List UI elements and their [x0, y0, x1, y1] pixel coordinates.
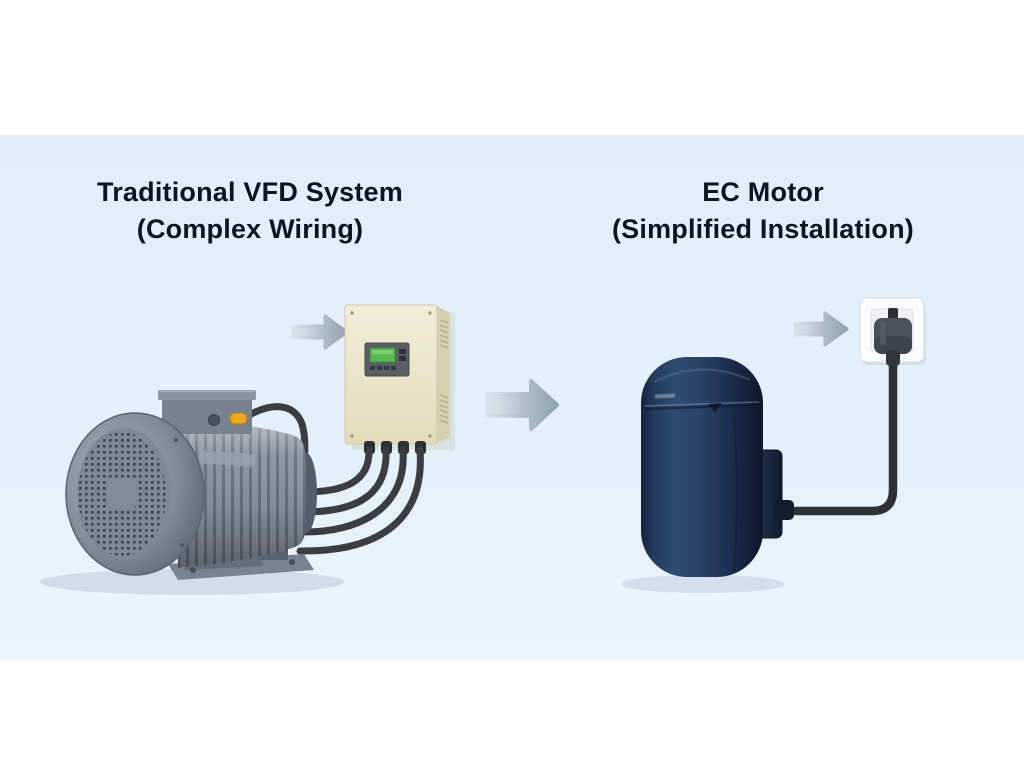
- motor-junction-box: [158, 390, 256, 434]
- flow-arrow-icon-right-small: [793, 311, 849, 347]
- motor-nameplate: [199, 450, 256, 467]
- right-subtitle-text: (Simplified Installation): [611, 214, 914, 244]
- motor-shadow: [40, 569, 344, 595]
- ec-motor-shadow: [621, 575, 785, 593]
- left-panel-title: Traditional VFD System (Complex Wiring): [0, 174, 500, 248]
- ec-motor-cable-stub: [774, 500, 794, 520]
- flow-arrow-icon-main: [485, 379, 559, 431]
- power-plug-icon: [874, 308, 912, 366]
- ec-motor-body: [641, 357, 763, 577]
- flow-arrow-icon-left-small: [291, 314, 349, 350]
- right-panel-title: EC Motor (Simplified Installation): [522, 174, 1004, 248]
- ec-motor-panel-seam: [733, 413, 738, 571]
- vfd-keypad-buttons: [370, 366, 396, 370]
- power-cord-icon: [791, 357, 898, 516]
- left-title-text: Traditional VFD System: [97, 177, 403, 207]
- ec-motor-top-highlight: [653, 368, 751, 383]
- vfd-display-panel: [364, 342, 410, 377]
- ec-motor-seam-dark: [644, 403, 760, 411]
- left-subtitle-text: (Complex Wiring): [136, 214, 364, 244]
- power-cable: [300, 446, 390, 516]
- fan-cover-hub: [108, 478, 136, 508]
- ec-motor-label-marking: [654, 393, 676, 399]
- vfd-side-vents: [439, 319, 449, 424]
- right-title-text: EC Motor: [702, 177, 824, 207]
- vfd-button: [399, 349, 406, 354]
- vfd-controller-icon: [344, 304, 455, 454]
- cable-gland-yellow: [229, 412, 248, 425]
- vfd-corner-screws: [350, 311, 432, 438]
- ec-motor-icon: [621, 357, 794, 593]
- ec-motor-seam-notch: [708, 403, 722, 412]
- power-cable: [296, 446, 424, 555]
- induction-motor-icon: [40, 390, 344, 595]
- motor-fan-cover: [65, 412, 205, 576]
- junction-box-hole: [208, 414, 220, 426]
- vfd-button: [399, 356, 406, 361]
- ec-motor-seam-light: [644, 401, 760, 407]
- power-cable: [300, 446, 407, 536]
